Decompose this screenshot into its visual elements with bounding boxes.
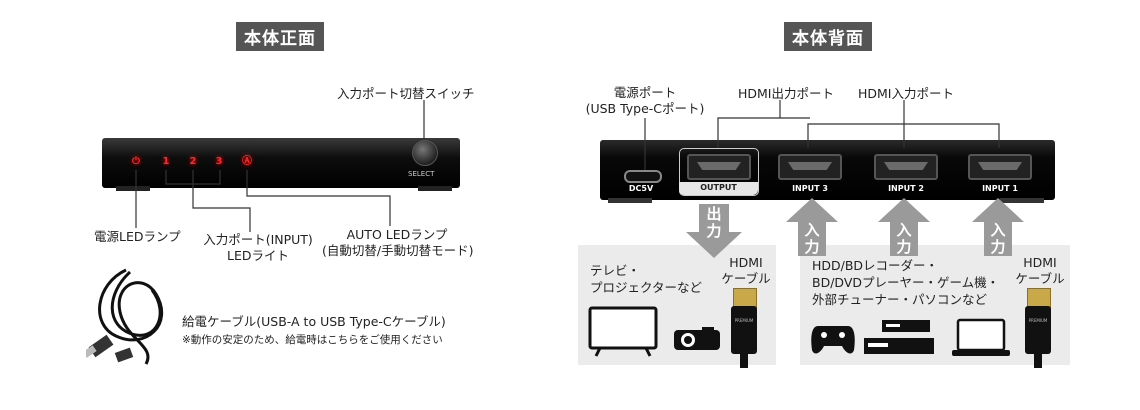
in-cable-brand: PREMIUM: [1028, 318, 1048, 323]
input-led-1: 1: [162, 156, 170, 167]
input-device-label: HDD/BDレコーダー・ BD/DVDプレーヤー・ゲーム機・ 外部チューナー・パ…: [812, 257, 999, 308]
out-hdmi-cable-label: HDMI ケーブル: [718, 255, 774, 287]
auto-led-label-line2: (自動切替/手動切替モード): [322, 243, 474, 258]
front-title: 本体正面: [236, 22, 324, 51]
cable-note: ※動作の安定のため、給電時はこちらをご使用ください: [182, 334, 443, 346]
back-title: 本体背面: [784, 22, 872, 51]
power-led-label: 電源LEDランプ: [94, 229, 181, 244]
input3-label: INPUT 3: [792, 184, 828, 193]
input-led-label-line1: 入力ポート(INPUT): [203, 232, 313, 247]
front-foot-right: [418, 186, 452, 191]
auto-led-label-line1: AUTO LEDランプ: [346, 227, 448, 242]
input-device-label-line1: HDD/BDレコーダー・: [812, 258, 939, 273]
power-port-label: 電源ポート (USB Type-Cポート): [578, 85, 712, 117]
output-port-frame: [679, 148, 759, 196]
back-foot-left: [608, 198, 652, 203]
switch-label: 入力ポート切替スイッチ: [337, 86, 475, 101]
front-foot-left: [116, 186, 150, 191]
output-device-label: テレビ・ プロジェクターなど: [590, 262, 702, 296]
select-button[interactable]: [412, 140, 438, 166]
usb-c-port: [624, 170, 662, 183]
in-hdmi-cable-label-line2: ケーブル: [1015, 271, 1065, 286]
laptop-icon: [952, 318, 1010, 356]
out-hdmi-connector: [731, 306, 757, 354]
out-hdmi-cable-label-line1: HDMI: [729, 255, 763, 270]
power-led: ⏻: [132, 156, 140, 167]
auto-led: Ⓐ: [242, 156, 252, 167]
front-device: [102, 138, 460, 188]
input-arrow-label-1: 入力: [990, 221, 1006, 256]
input2-label: INPUT 2: [888, 184, 924, 193]
input-led-label: 入力ポート(INPUT) LEDライト: [196, 232, 320, 264]
input-arrow-label-3: 入力: [804, 221, 820, 256]
auto-led-label: AUTO LEDランプ (自動切替/手動切替モード): [322, 227, 474, 259]
gamepad-icon: [811, 326, 855, 354]
select-label: SELECT: [408, 170, 435, 178]
hdmi-output-port: [687, 154, 751, 180]
out-hdmi-cable-label-line2: ケーブル: [721, 271, 771, 286]
out-hdmi-wire: [740, 354, 748, 368]
out-cable-brand: PREMIUM: [734, 318, 754, 323]
output-device-label-line2: プロジェクターなど: [590, 280, 703, 295]
hdmi-input3-port: [778, 154, 842, 180]
power-port-label-line2: (USB Type-Cポート): [585, 101, 705, 116]
input-led-label-line2: LEDライト: [227, 248, 289, 263]
in-hdmi-cable-label-line1: HDMI: [1023, 255, 1057, 270]
hdmi-input1-port: [968, 154, 1032, 180]
output-label-bg: [679, 182, 758, 195]
hdmi-in-label: HDMI入力ポート: [858, 86, 954, 101]
back-foot-right: [1000, 198, 1044, 203]
input-device-label-line3: 外部チューナー・パソコンなど: [812, 292, 988, 307]
input1-label: INPUT 1: [982, 184, 1018, 193]
in-hdmi-connector: [1025, 306, 1051, 354]
input-arrow-label-2: 入力: [896, 221, 912, 256]
recorder-icon: [864, 320, 934, 354]
in-hdmi-cable-label: HDMI ケーブル: [1012, 255, 1068, 287]
input-led-2: 2: [189, 156, 197, 167]
input-device-label-line2: BD/DVDプレーヤー・ゲーム機・: [812, 275, 1000, 290]
hdmi-input2-port: [874, 154, 938, 180]
in-hdmi-wire: [1034, 354, 1042, 368]
hdmi-out-label: HDMI出力ポート: [738, 86, 834, 101]
cable-label: 給電ケーブル(USB-A to USB Type-Cケーブル): [182, 314, 446, 329]
input-led-3: 3: [215, 156, 223, 167]
tv-icon: [588, 306, 658, 357]
output-arrow-label: 出力: [706, 205, 722, 240]
output-port-label: OUTPUT: [700, 183, 737, 192]
output-device-label-line1: テレビ・: [590, 263, 641, 278]
power-port-label-line1: 電源ポート: [613, 85, 677, 100]
dc-label: DC5V: [628, 184, 654, 193]
projector-icon: [674, 327, 720, 350]
usb-cable-image: [86, 268, 164, 365]
